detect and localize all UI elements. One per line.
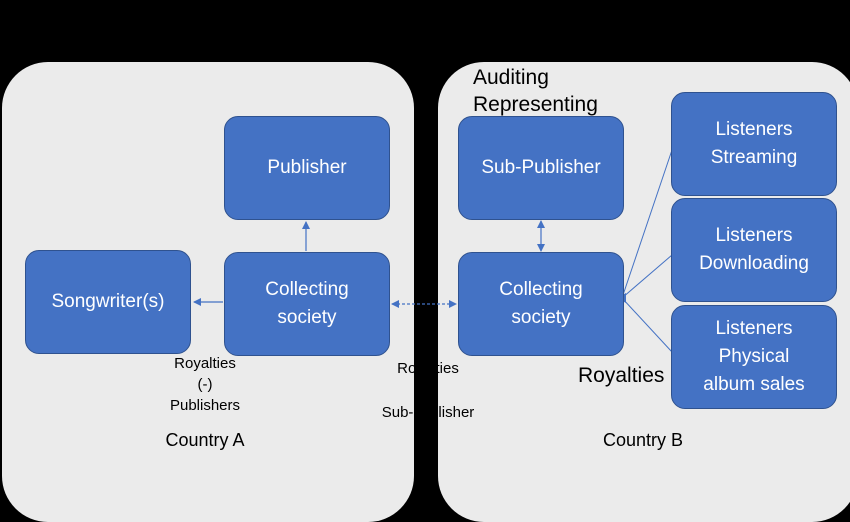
country-b-label: Country B bbox=[602, 430, 684, 450]
publisher-label: Publisher bbox=[267, 157, 347, 178]
royalties-b-label: Royalties bbox=[578, 364, 665, 387]
collecting-b-line-2: society bbox=[511, 307, 571, 328]
minus-line: (-) bbox=[197, 376, 213, 393]
physical-line-1: Listeners bbox=[715, 318, 793, 339]
collecting-society-a-box: Collecting society bbox=[224, 252, 390, 356]
auditing-label: Auditing bbox=[473, 66, 549, 89]
songwriters-box: Songwriter(s) bbox=[25, 250, 191, 354]
physical-line-3: album sales bbox=[703, 374, 805, 395]
downloading-line-2: Downloading bbox=[699, 253, 809, 274]
collecting-b-line-1: Collecting bbox=[499, 279, 583, 300]
collecting-a-line-1: Collecting bbox=[265, 279, 349, 300]
downloading-to-collecting-line bbox=[621, 254, 673, 299]
representing-label: Representing bbox=[473, 93, 598, 116]
listeners-physical-box: Listeners Physical album sales bbox=[671, 305, 837, 409]
physical-line-2: Physical bbox=[718, 346, 790, 367]
songwriters-label: Songwriter(s) bbox=[51, 291, 165, 312]
collecting-a-line-2: society bbox=[277, 307, 337, 328]
listeners-downloading-box: Listeners Downloading bbox=[671, 198, 837, 302]
publisher-box: Publisher bbox=[224, 116, 390, 220]
listeners-streaming-box: Listeners Streaming bbox=[671, 92, 837, 196]
streaming-to-collecting-line bbox=[621, 149, 673, 299]
publishers-line: Publishers bbox=[169, 397, 241, 414]
royalties-mid-label: Royalties bbox=[397, 360, 459, 377]
physical-to-collecting-line bbox=[621, 297, 673, 353]
streaming-line-1: Listeners bbox=[715, 119, 793, 140]
collecting-society-b-box: Collecting society bbox=[458, 252, 624, 356]
sub-publisher-label: Sub-Publisher bbox=[481, 157, 601, 178]
country-a-label: Country A bbox=[165, 430, 245, 450]
sub-publisher-box: Sub-Publisher bbox=[458, 116, 624, 220]
sub-publisher-mid-label: Sub-publisher bbox=[381, 404, 475, 421]
streaming-line-2: Streaming bbox=[710, 147, 798, 168]
royalties-line: Royalties bbox=[174, 355, 236, 372]
downloading-line-1: Listeners bbox=[715, 225, 793, 246]
royalties-publishers-label: Royalties (-) Publishers bbox=[150, 353, 260, 416]
